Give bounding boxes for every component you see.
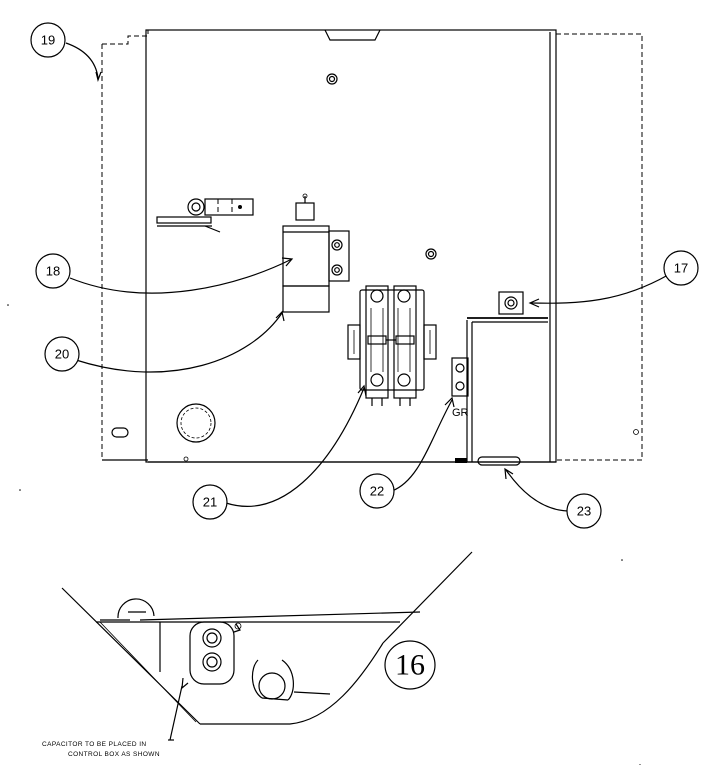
svg-text:16: 16 [395, 649, 425, 682]
capacitor-note-line2: CONTROL BOX AS SHOWN [68, 751, 160, 758]
bracket-hardware [156, 198, 254, 233]
leader-lines [65, 42, 669, 512]
svg-text:18: 18 [46, 264, 60, 279]
callout-21: 21 [192, 484, 228, 520]
detail-label-16: 16 [384, 640, 436, 690]
svg-text:22: 22 [370, 484, 384, 499]
svg-text:17: 17 [674, 261, 688, 276]
transformer [282, 193, 350, 313]
capacitor-detail-view [61, 551, 473, 741]
callout-22: 22 [359, 473, 395, 509]
svg-text:19: 19 [41, 33, 55, 48]
capacitor-note: CAPACITOR TO BE PLACED IN CONTROL BOX AS… [42, 741, 160, 758]
capacitor-bracket [455, 291, 548, 466]
ground-lug: GR [451, 357, 469, 419]
ground-label: GR [452, 407, 469, 419]
callout-19: 19 [30, 22, 66, 58]
callout-23: 23 [566, 493, 602, 529]
svg-text:23: 23 [577, 504, 591, 519]
svg-text:20: 20 [55, 347, 69, 362]
callout-18: 18 [35, 253, 71, 289]
svg-text:21: 21 [203, 495, 217, 510]
callout-20: 20 [44, 336, 80, 372]
control-box-panel [101, 29, 643, 463]
contactor [347, 285, 437, 406]
callout-17: 17 [663, 250, 699, 286]
capacitor-note-line1: CAPACITOR TO BE PLACED IN [42, 741, 147, 748]
